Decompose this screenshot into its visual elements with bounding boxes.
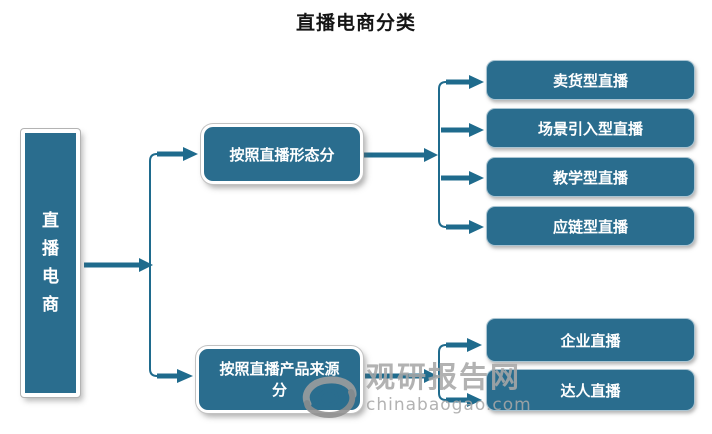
branch-node-by-form: 按照直播形态分 (201, 124, 363, 184)
leaf-node-label: 教学型直播 (552, 168, 628, 187)
leaf-node-influencer-live: 达人直播 (486, 369, 695, 411)
branch-node-label: 按照直播形态分 (229, 145, 335, 164)
leaf-node-selling-live: 卖货型直播 (486, 60, 695, 100)
leaf-node-label: 达人直播 (560, 381, 621, 400)
watermark: 观研报告网 chinabaogao.com (298, 360, 532, 420)
leaf-node-label: 场景引入型直播 (537, 119, 643, 138)
leaf-node-teaching-live: 教学型直播 (486, 157, 695, 197)
leaf-node-enterprise-live: 企业直播 (486, 318, 695, 362)
leaf-node-scene-intro-live: 场景引入型直播 (486, 108, 695, 148)
watermark-site-url: chinabaogao.com (366, 394, 532, 415)
watermark-text: 观研报告网 chinabaogao.com (366, 360, 532, 415)
leaf-node-label: 应链型直播 (552, 217, 628, 236)
leaf-node-supply-chain-live: 应链型直播 (486, 206, 695, 246)
root-node-label: 直播电商 (42, 210, 59, 316)
swirl-globe-logo-icon (302, 376, 357, 419)
root-node: 直播电商 (21, 129, 80, 397)
watermark-site-name: 观研报告网 (366, 360, 522, 394)
leaf-node-label: 卖货型直播 (552, 71, 628, 90)
branch-node-label: 按照直播产品来源分 (219, 360, 340, 399)
diagram-title: 直播电商分类 (295, 12, 416, 34)
leaf-node-label: 企业直播 (560, 331, 621, 350)
